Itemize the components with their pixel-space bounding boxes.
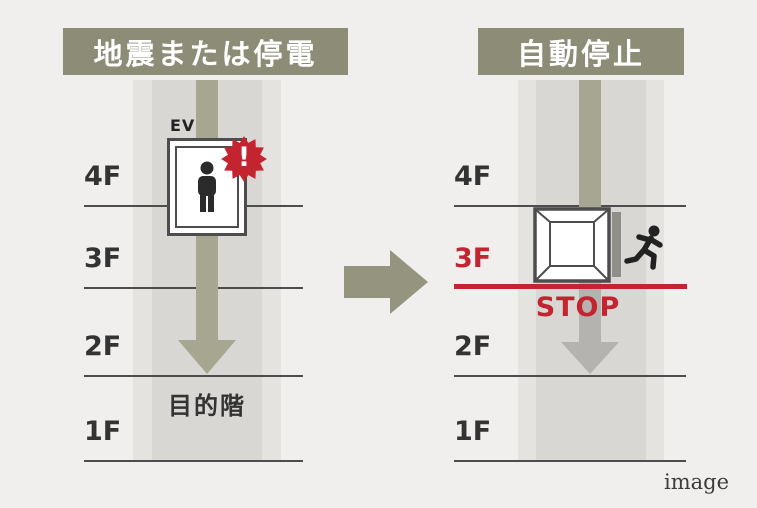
stop-floor-line [454,284,687,289]
ev-label: EV [170,116,196,135]
floor-label-3f-left: 3F [84,243,122,274]
floor-label-4f-right: 4F [454,161,492,192]
descent-path-stem [579,80,601,214]
auto-stop-banner: 自動停止 [478,28,684,75]
floor-label-2f-left: 2F [84,331,122,362]
elevator-cab-inner-frame [175,146,239,228]
floor-line-1f-left [84,460,303,462]
standing-person-icon [198,161,216,212]
floor-label-1f-left: 1F [84,416,122,447]
floor-line-1f-right [454,460,686,462]
elevator-cab-open [533,207,611,283]
floor-line-2f-right [454,375,686,377]
floor-line-2f-left [84,375,303,377]
floor-label-1f-right: 1F [454,416,492,447]
stopped-down-arrow-icon [579,278,601,344]
stop-label: STOP [535,292,621,323]
exclamation-burst-icon: ! [219,134,269,184]
stopped-down-arrow-head-icon [561,342,619,374]
exclamation-mark: ! [237,142,251,173]
right-block-arrow-icon [344,250,428,314]
floor-line-3f-left [84,287,303,289]
destination-floor-label: 目的階 [168,392,246,420]
down-block-arrow-head-icon [178,340,236,374]
running-person-icon [624,225,663,270]
floor-label-4f-left: 4F [84,161,122,192]
floor-label-3f-right: 3F [454,243,492,274]
cab-door-panel [612,212,621,277]
elevator-cab [167,138,247,236]
floor-line-4f-right [454,205,686,207]
image-watermark: image [664,470,730,494]
floor-label-2f-right: 2F [454,331,492,362]
earthquake-outage-banner: 地震または停電 [63,28,348,75]
